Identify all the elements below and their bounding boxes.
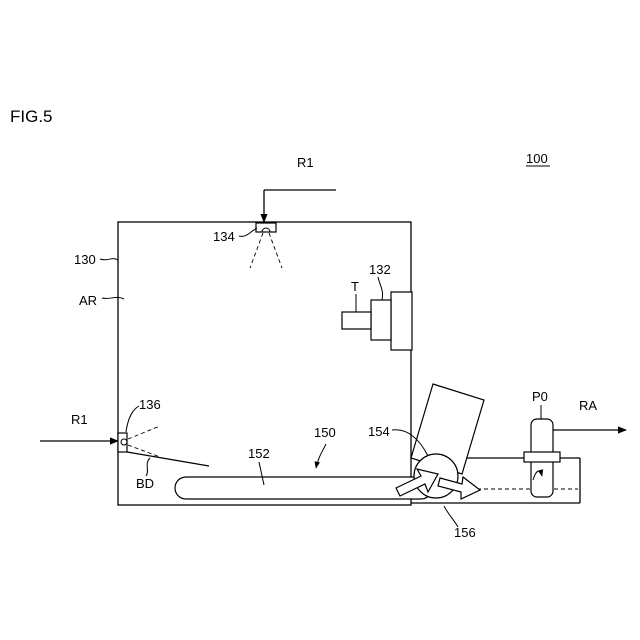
area-label: AR: [79, 293, 97, 308]
figure-title: FIG.5: [10, 107, 53, 126]
ceiling-sensor-leader: [239, 228, 257, 236]
deflector-leader: [146, 458, 150, 476]
channel-label: 152: [248, 446, 270, 461]
pump-label: P0: [532, 389, 548, 404]
duct-leader: [444, 506, 458, 527]
pump: [524, 419, 560, 497]
wall-sensor-label: 136: [139, 397, 161, 412]
duct-label: 156: [454, 525, 476, 540]
wall-sensor-leader: [126, 406, 139, 432]
target-label: T: [351, 279, 359, 294]
inlet-top-label: R1: [297, 155, 314, 170]
wall-unit: [342, 292, 412, 350]
area-leader: [102, 297, 124, 299]
inlet-left-label: R1: [71, 412, 88, 427]
wall-sensor: [118, 426, 160, 457]
ceiling-sensor-label: 134: [213, 229, 235, 244]
room-label: 130: [74, 252, 96, 267]
wall-unit-leader: [378, 277, 383, 300]
assembly-label: 150: [314, 425, 336, 440]
figure-reference-number: 100: [526, 151, 548, 166]
room-enclosure: [118, 222, 411, 505]
return-air-label: RA: [579, 398, 597, 413]
deflector-label: BD: [136, 476, 154, 491]
assembly-pointer: [316, 444, 326, 468]
wall-unit-label: 132: [369, 262, 391, 277]
deflector-plate: [127, 452, 209, 466]
floor-channel: [175, 477, 432, 499]
room-leader: [100, 259, 118, 260]
fan-label: 154: [368, 424, 390, 439]
